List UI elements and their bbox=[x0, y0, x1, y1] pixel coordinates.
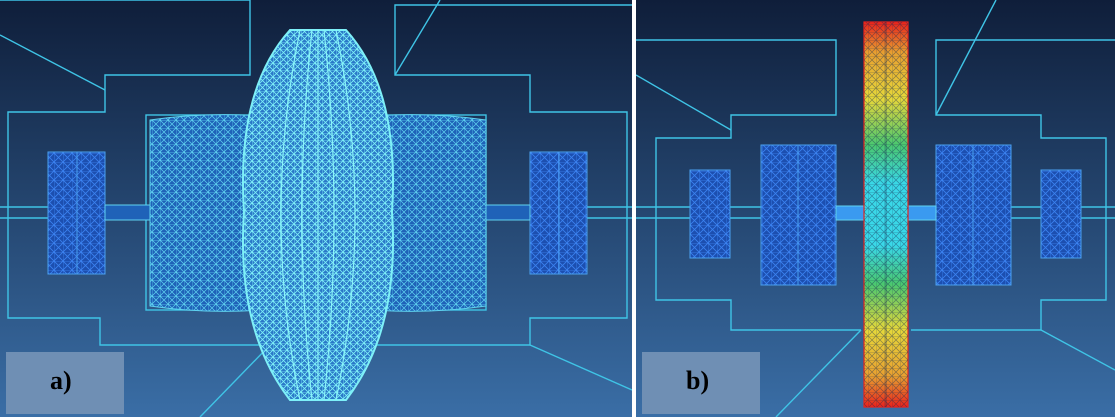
right-outer-block bbox=[1040, 169, 1082, 259]
panel-a-label: a) bbox=[50, 366, 72, 395]
panel-b-label: b) bbox=[686, 366, 710, 395]
panel-b-mesh bbox=[636, 0, 1115, 417]
panel-b: b) bbox=[636, 0, 1115, 417]
left-outer-block bbox=[689, 169, 731, 259]
panel-b-label-box: b) bbox=[642, 352, 760, 414]
panel-a: a) bbox=[0, 0, 632, 417]
panel-divider bbox=[632, 0, 636, 417]
panel-a-mesh bbox=[0, 0, 632, 417]
panel-a-label-box: a) bbox=[6, 352, 124, 414]
right-inner-mesh bbox=[371, 114, 487, 312]
